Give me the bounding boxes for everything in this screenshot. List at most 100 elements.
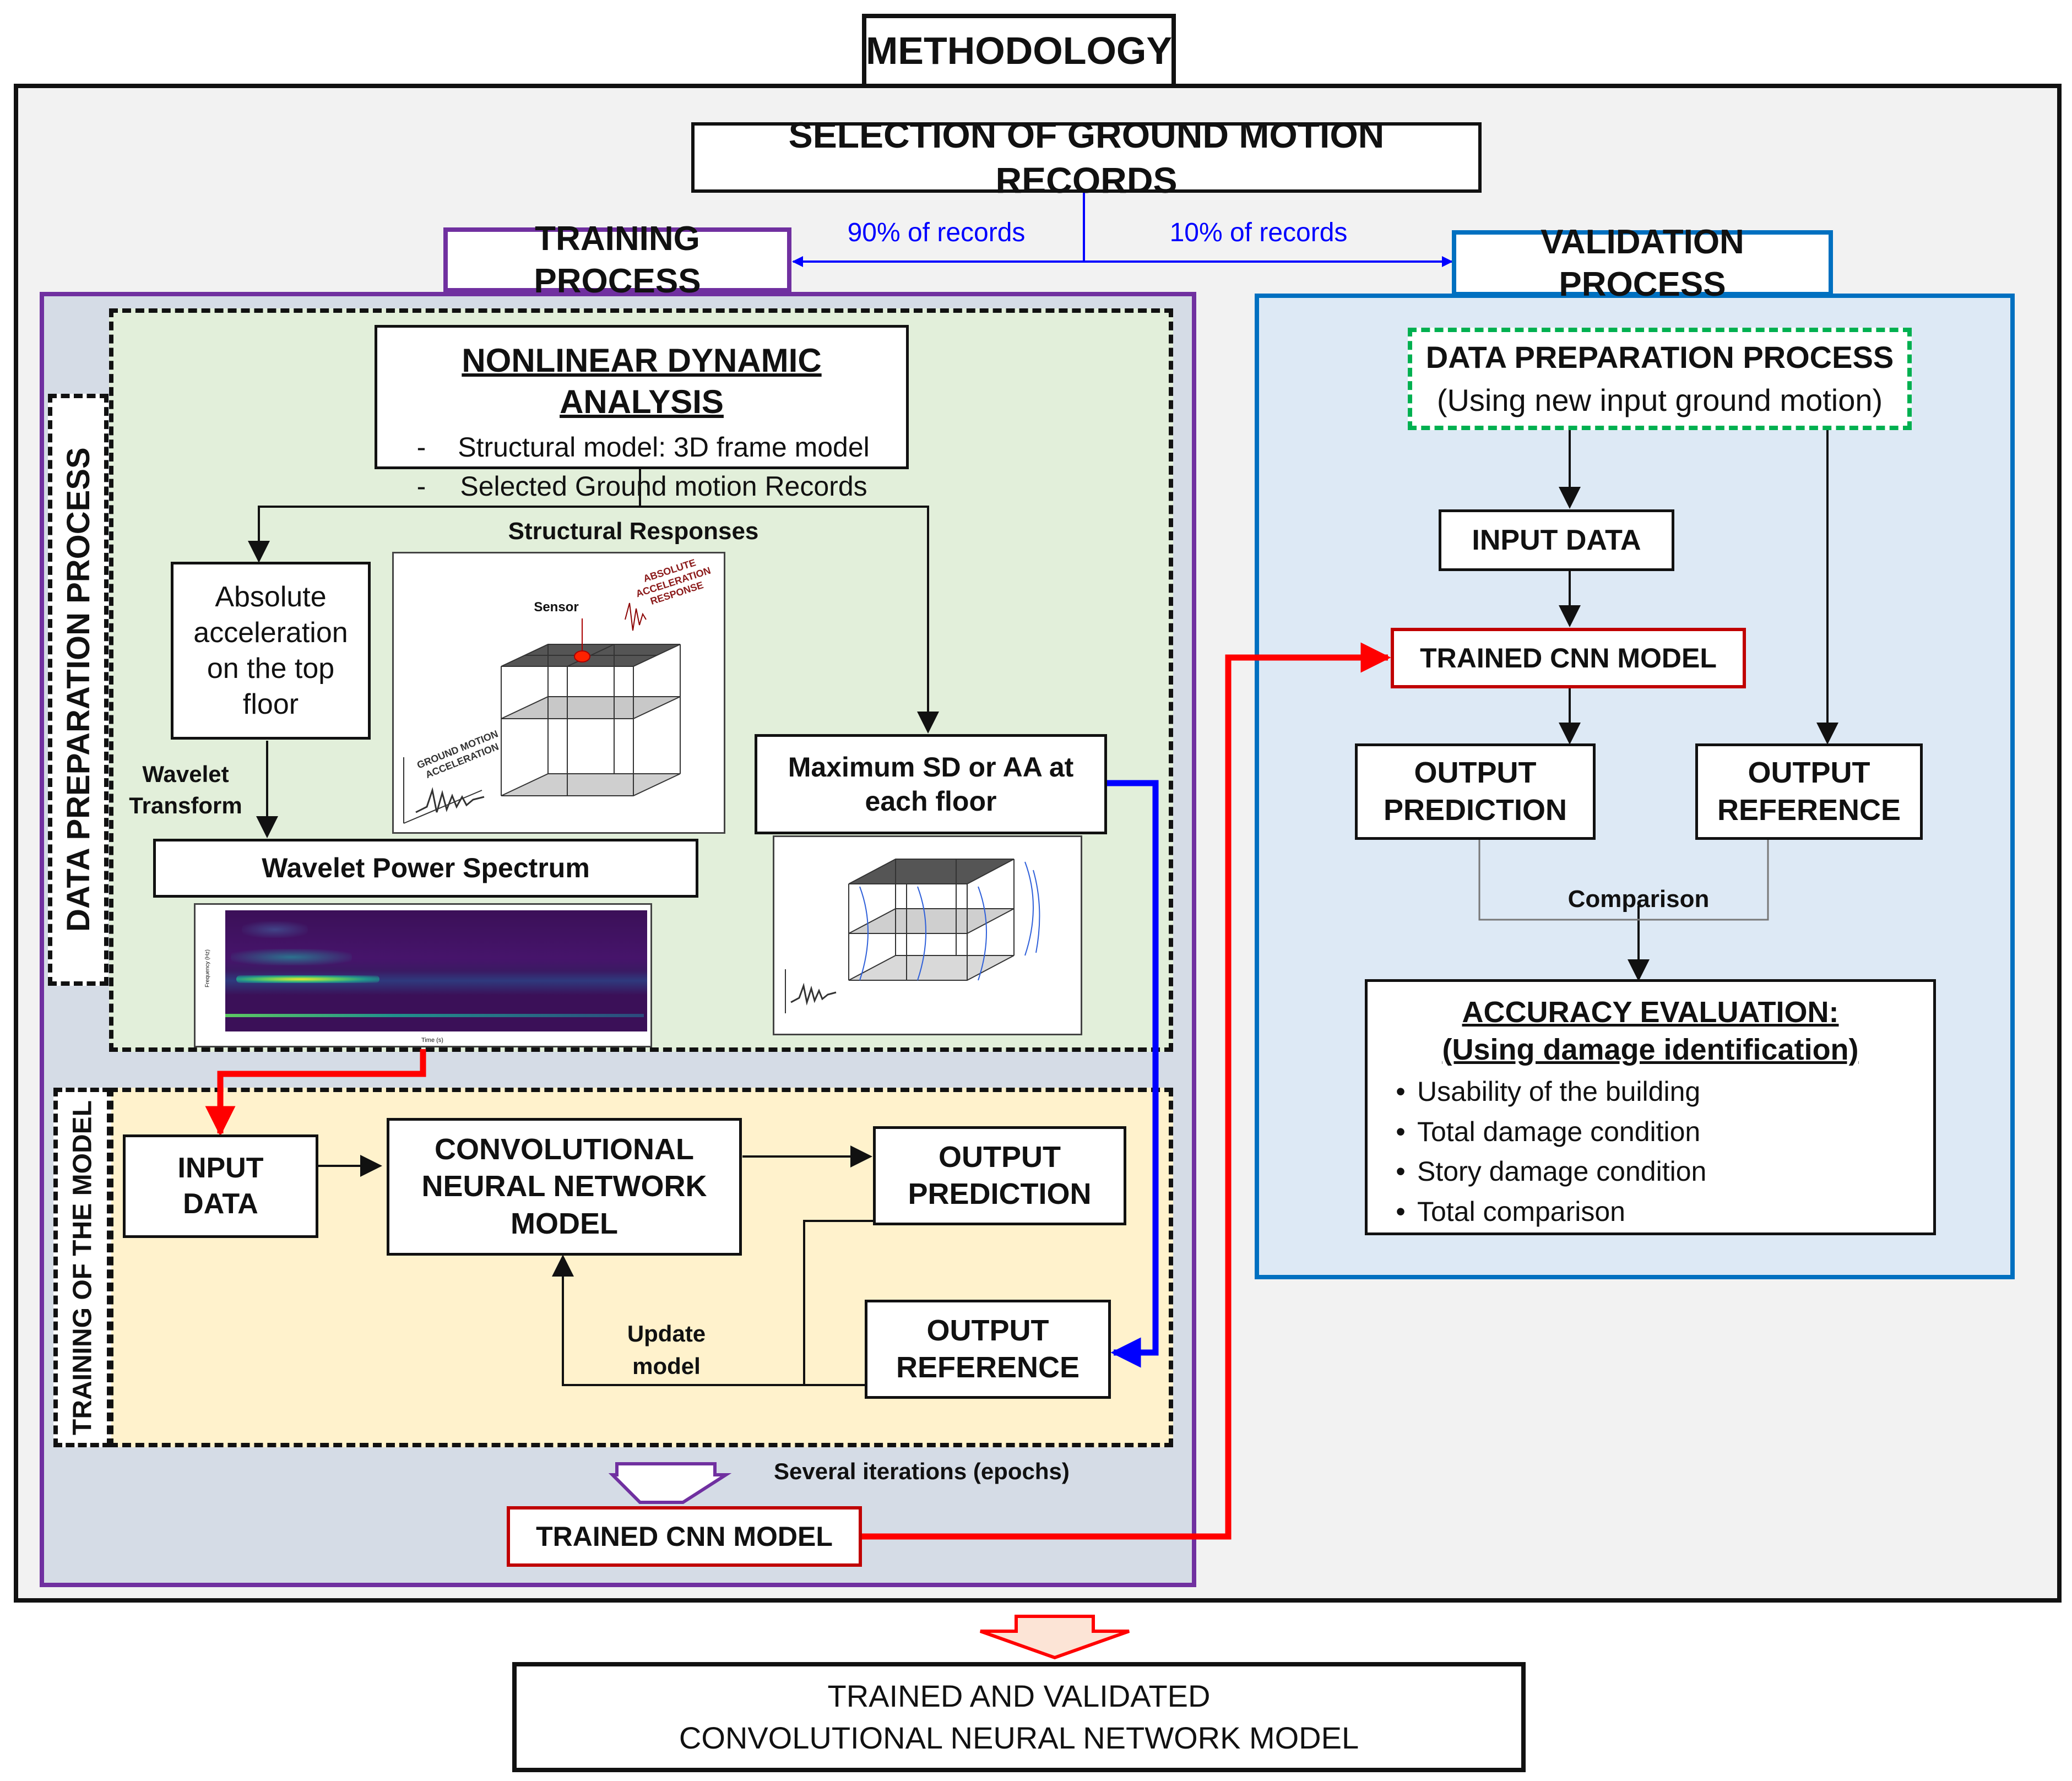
update-model-line: model bbox=[632, 1353, 701, 1379]
input-data-line: DATA bbox=[183, 1188, 258, 1220]
nda-branches bbox=[248, 468, 939, 838]
spectrum-band-low bbox=[225, 1014, 644, 1017]
building-sensor-image: Sensor ABSOLUTE ACCELERATION RESPONSE GR… bbox=[392, 552, 725, 834]
training-output-reference-box: OUTPUT REFERENCE bbox=[865, 1300, 1111, 1399]
validation-arrows bbox=[1559, 430, 1838, 981]
comparison-label: Comparison bbox=[1567, 885, 1710, 913]
selection-box: SELECTION OF GROUND MOTION RECORDS bbox=[691, 115, 1482, 200]
validation-output-prediction-box: OUTPUT PREDICTION bbox=[1355, 743, 1596, 840]
epochs-hollow-arrow bbox=[608, 1462, 732, 1504]
final-hollow-arrow bbox=[979, 1615, 1130, 1660]
accuracy-subtitle: (Using damage identification) bbox=[1442, 1033, 1859, 1066]
wavelet-transform-line: Transform bbox=[129, 792, 242, 818]
accuracy-item-text: Total damage condition bbox=[1417, 1116, 1701, 1147]
nda-title: NONLINEAR DYNAMIC ANALYSIS bbox=[462, 342, 822, 420]
nda-item: - Selected Ground motion Records bbox=[399, 469, 884, 504]
final-model-box: TRAINED AND VALIDATED CONVOLUTIONAL NEUR… bbox=[512, 1662, 1526, 1772]
validation-dpp-sub: (Using new input ground motion) bbox=[1436, 383, 1883, 417]
maxsd-to-reference-arrow bbox=[1107, 780, 1159, 1368]
max-sd-box: Maximum SD or AA at each floor bbox=[755, 734, 1107, 834]
final-line: TRAINED AND VALIDATED bbox=[827, 1679, 1211, 1714]
training-output-reference-line: REFERENCE bbox=[896, 1351, 1080, 1384]
wavelet-transform-line: Wavelet bbox=[142, 761, 229, 787]
accuracy-bullet: • bbox=[1396, 1116, 1406, 1147]
nda-bullet: - bbox=[416, 470, 426, 502]
training-output-prediction-box: OUTPUT PREDICTION bbox=[873, 1126, 1126, 1225]
trained-cnn-transfer-arrow bbox=[862, 642, 1391, 1540]
validation-trained-cnn-box: TRAINED CNN MODEL bbox=[1391, 628, 1746, 688]
accuracy-item-text: Story damage condition bbox=[1417, 1156, 1707, 1187]
accuracy-bullet: • bbox=[1396, 1196, 1406, 1227]
training-output-prediction-line: OUTPUT bbox=[939, 1140, 1061, 1174]
validation-output-reference-line: OUTPUT bbox=[1748, 756, 1870, 789]
building-sensor-drawing bbox=[403, 602, 681, 824]
wavelet-spectrum-image: Frequency (Hz) Time (s) bbox=[194, 903, 652, 1047]
validation-process-header: VALIDATION PROCESS bbox=[1452, 223, 1833, 303]
training-process-header: TRAINING PROCESS bbox=[443, 220, 791, 300]
max-sd-line: each floor bbox=[865, 786, 997, 817]
accuracy-bullet: • bbox=[1396, 1156, 1406, 1187]
max-sd-line: Maximum SD or AA at bbox=[788, 751, 1074, 783]
training-output-prediction-line: PREDICTION bbox=[908, 1177, 1092, 1210]
abs-accel-line: acceleration bbox=[193, 616, 348, 649]
training-output-reference-line: OUTPUT bbox=[926, 1313, 1049, 1347]
validation-dpp-box: DATA PREPARATION PROCESS (Using new inpu… bbox=[1408, 328, 1912, 430]
spectrum-band-bright bbox=[236, 975, 379, 983]
accuracy-item: • Story damage condition bbox=[1368, 1152, 1933, 1192]
wps-box: Wavelet Power Spectrum bbox=[153, 839, 698, 898]
validation-output-prediction-line: OUTPUT bbox=[1414, 756, 1537, 789]
accuracy-item: • Usability of the building bbox=[1368, 1072, 1933, 1112]
spectrum-band-mid bbox=[231, 949, 352, 965]
validation-output-prediction-line: PREDICTION bbox=[1383, 793, 1567, 827]
abs-accel-line: floor bbox=[242, 688, 299, 720]
accuracy-item-text: Usability of the building bbox=[1417, 1076, 1701, 1107]
cnn-model-box: CONVOLUTIONAL NEURAL NETWORK MODEL bbox=[387, 1118, 742, 1256]
validation-output-reference-box: OUTPUT REFERENCE bbox=[1695, 743, 1923, 840]
abs-accel-line: on the top bbox=[207, 652, 335, 685]
spectrum-y-axis-label: Frequency (Hz) bbox=[204, 949, 211, 987]
wavelet-transform-label: Wavelet Transform bbox=[128, 759, 243, 821]
nda-item: - Structural model: 3D frame model bbox=[399, 430, 884, 465]
input-data-line: INPUT bbox=[177, 1152, 264, 1184]
sensor-label: Sensor bbox=[534, 600, 579, 615]
spectrum-x-axis-label: Time (s) bbox=[421, 1037, 443, 1044]
accuracy-evaluation-box: ACCURACY EVALUATION: (Using damage ident… bbox=[1365, 979, 1936, 1235]
validation-input-data-box: INPUT DATA bbox=[1439, 509, 1674, 571]
abs-accel-box: Absolute acceleration on the top floor bbox=[171, 562, 371, 740]
nda-item-text: Selected Ground motion Records bbox=[460, 470, 867, 502]
validation-split-label: 10% of records bbox=[1169, 218, 1348, 247]
building-deformed-drawing bbox=[785, 859, 1040, 1013]
methodology-title: METHODOLOGY bbox=[862, 14, 1176, 88]
nda-bullet: - bbox=[416, 432, 426, 463]
nda-box: NONLINEAR DYNAMIC ANALYSIS - Structural … bbox=[375, 325, 909, 502]
spectrum-plot-area bbox=[225, 910, 647, 1031]
accuracy-title: ACCURACY EVALUATION: bbox=[1462, 996, 1839, 1029]
spectrum-band-top bbox=[242, 921, 308, 938]
validation-output-reference-line: REFERENCE bbox=[1717, 793, 1901, 827]
abs-accel-line: Absolute bbox=[215, 580, 327, 613]
comparison-bracket bbox=[1478, 840, 1769, 921]
data-prep-side-label bbox=[48, 394, 109, 986]
building-deformed-image bbox=[773, 835, 1082, 1035]
accuracy-item-text: Total comparison bbox=[1417, 1196, 1625, 1227]
update-model-line: Update bbox=[627, 1321, 706, 1346]
nda-item-text: Structural model: 3D frame model bbox=[458, 432, 870, 463]
split-arrows bbox=[792, 192, 1453, 267]
accuracy-bullet: • bbox=[1396, 1076, 1406, 1107]
accuracy-item: • Total damage condition bbox=[1368, 1112, 1933, 1152]
cnn-line: CONVOLUTIONAL bbox=[435, 1132, 694, 1166]
sensor-marker bbox=[574, 650, 590, 663]
final-line: CONVOLUTIONAL NEURAL NETWORK MODEL bbox=[679, 1720, 1359, 1755]
training-split-label: 90% of records bbox=[847, 218, 1026, 247]
training-arrows bbox=[318, 1145, 873, 1386]
training-trained-cnn-box: TRAINED CNN MODEL bbox=[507, 1506, 862, 1567]
accuracy-item: • Total comparison bbox=[1368, 1192, 1933, 1232]
iterations-label: Several iterations (epochs) bbox=[774, 1458, 1070, 1484]
input-data-box: INPUT DATA bbox=[123, 1134, 318, 1238]
cnn-line: NEURAL NETWORK bbox=[421, 1170, 707, 1203]
wps-to-input-arrow bbox=[205, 1049, 426, 1137]
validation-dpp-title: DATA PREPARATION PROCESS bbox=[1425, 339, 1894, 374]
cnn-line: MODEL bbox=[511, 1207, 618, 1240]
update-model-label: Update model bbox=[611, 1318, 722, 1383]
